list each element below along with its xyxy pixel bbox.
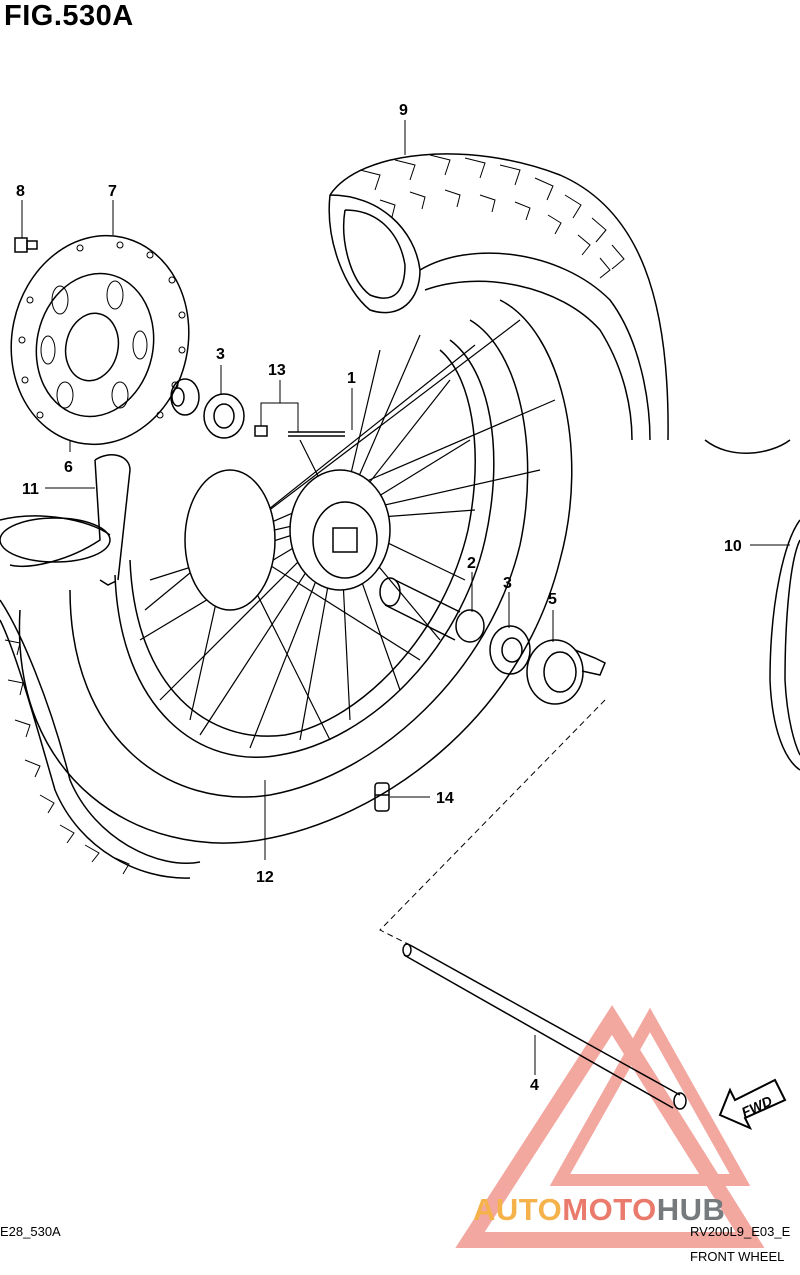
callout-7: 7: [108, 183, 117, 200]
callout-4: 4: [530, 1077, 539, 1094]
spacer-upper: [170, 378, 245, 439]
callout-2: 2: [467, 555, 476, 572]
callout-8: 8: [16, 183, 25, 200]
callout-3-lower: 3: [503, 575, 512, 592]
callout-12: 12: [256, 869, 274, 886]
figure-title: FIG.530A: [4, 0, 134, 32]
inner-tube: [0, 454, 131, 586]
callout-9: 9: [399, 102, 408, 119]
disc-bolt: [14, 237, 38, 253]
callout-1: 1: [347, 370, 356, 387]
tire-10: [769, 519, 800, 771]
wheel-rim: [18, 299, 573, 844]
axle: [402, 943, 687, 1110]
watermark-text: AUTOMOTOHUB: [473, 1192, 725, 1228]
callout-3-upper: 3: [216, 346, 225, 363]
footer-left-code: E28_530A: [0, 1224, 61, 1239]
footer-caption: FRONT WHEEL: [690, 1249, 785, 1264]
footer-right-code: RV200L9_E03_E: [690, 1224, 791, 1239]
assembly-line: [379, 699, 606, 946]
tire-12: [0, 599, 201, 879]
spacer-2: [379, 577, 485, 643]
leader-lines: [21, 120, 790, 1075]
watermark-logo: [455, 1005, 765, 1248]
callout-11: 11: [22, 481, 39, 498]
callout-10: 10: [724, 538, 742, 555]
callout-14: 14: [436, 790, 454, 807]
callout-5: 5: [548, 591, 557, 608]
watermark-part-1: AUTO: [473, 1192, 563, 1227]
callout-6: 6: [64, 459, 73, 476]
speedometer-gearbox: [526, 639, 606, 705]
valve: [374, 782, 390, 812]
callout-13: 13: [268, 362, 286, 379]
bearing-lower: [489, 625, 531, 675]
spoke-parts: [254, 425, 345, 437]
tire-9: [328, 153, 669, 441]
watermark-part-3: HUB: [656, 1192, 726, 1227]
watermark-part-2: MOTO: [562, 1192, 657, 1227]
tire-edge: [704, 439, 791, 454]
wheel-hub: [184, 469, 391, 611]
brake-disc: [10, 234, 190, 446]
fwd-arrow: [718, 1078, 787, 1131]
